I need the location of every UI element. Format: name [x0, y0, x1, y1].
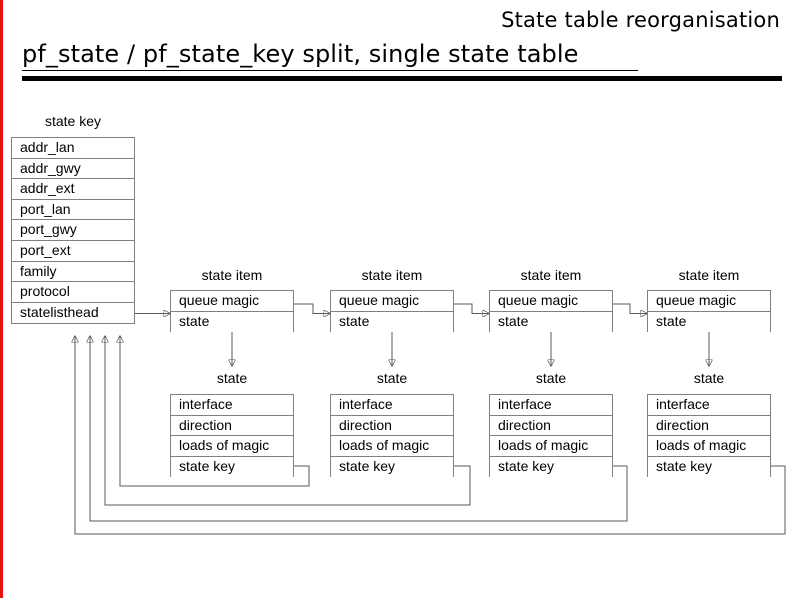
state-item-field-state: state: [331, 311, 453, 332]
state-key-field-family: family: [12, 261, 134, 283]
state-item-box-4: queue magic state: [647, 290, 771, 332]
accent-bar: [0, 0, 3, 598]
state-item-field-state: state: [648, 311, 770, 332]
wire-item3-to-item4: [613, 303, 647, 314]
state-key-field-protocol: protocol: [12, 282, 134, 303]
state-key-field-port-lan: port_lan: [12, 199, 134, 221]
state-caption-4: state: [693, 370, 725, 386]
title-underline-thin: [22, 70, 638, 71]
state-key-field-addr-lan: addr_lan: [12, 138, 134, 159]
state-item-box-2: queue magic state: [330, 290, 454, 332]
state-field-direction: direction: [171, 415, 293, 436]
state-field-loads-of-magic: loads of magic: [331, 436, 453, 457]
state-field-loads-of-magic: loads of magic: [490, 436, 612, 457]
state-item-caption-3: state item: [520, 267, 582, 283]
state-item-field-state: state: [490, 311, 612, 332]
state-key-field-port-gwy: port_gwy: [12, 220, 134, 241]
state-field-interface: interface: [171, 395, 293, 416]
state-field-direction: direction: [648, 415, 770, 436]
wire-item2-to-item3: [454, 303, 489, 314]
state-box-3: interface direction loads of magic state…: [489, 394, 613, 477]
state-field-state-key: state key: [490, 456, 612, 477]
state-key-table: addr_lan addr_gwy addr_ext port_lan port…: [11, 137, 135, 324]
slide-title: pf_state / pf_state_key split, single st…: [22, 40, 579, 68]
state-item-box-1: queue magic state: [170, 290, 294, 332]
state-field-state-key: state key: [171, 456, 293, 477]
state-field-state-key: state key: [331, 456, 453, 477]
state-item-field-state: state: [171, 311, 293, 332]
title-underline-thick: [22, 76, 782, 81]
state-caption-1: state: [216, 370, 248, 386]
state-item-box-3: queue magic state: [489, 290, 613, 332]
state-key-caption: state key: [44, 113, 102, 129]
slide-subtitle: State table reorganisation: [501, 8, 780, 32]
state-field-interface: interface: [490, 395, 612, 416]
state-field-interface: interface: [648, 395, 770, 416]
state-key-field-addr-ext: addr_ext: [12, 179, 134, 200]
state-box-1: interface direction loads of magic state…: [170, 394, 294, 477]
state-key-field-addr-gwy: addr_gwy: [12, 158, 134, 180]
wire-item1-to-item2: [294, 303, 330, 314]
state-field-direction: direction: [490, 415, 612, 436]
state-field-interface: interface: [331, 395, 453, 416]
state-caption-3: state: [535, 370, 567, 386]
state-item-field-queue-magic: queue magic: [331, 291, 453, 312]
state-field-state-key: state key: [648, 456, 770, 477]
state-key-field-port-ext: port_ext: [12, 240, 134, 262]
state-field-direction: direction: [331, 415, 453, 436]
state-item-caption-2: state item: [361, 267, 423, 283]
state-item-field-queue-magic: queue magic: [648, 291, 770, 312]
state-field-loads-of-magic: loads of magic: [171, 436, 293, 457]
state-item-caption-4: state item: [678, 267, 740, 283]
state-key-field-statelisthead: statelisthead: [12, 302, 134, 324]
state-box-2: interface direction loads of magic state…: [330, 394, 454, 477]
state-box-4: interface direction loads of magic state…: [647, 394, 771, 477]
state-item-field-queue-magic: queue magic: [490, 291, 612, 312]
state-caption-2: state: [376, 370, 408, 386]
state-item-field-queue-magic: queue magic: [171, 291, 293, 312]
state-item-caption-1: state item: [201, 267, 263, 283]
state-field-loads-of-magic: loads of magic: [648, 436, 770, 457]
